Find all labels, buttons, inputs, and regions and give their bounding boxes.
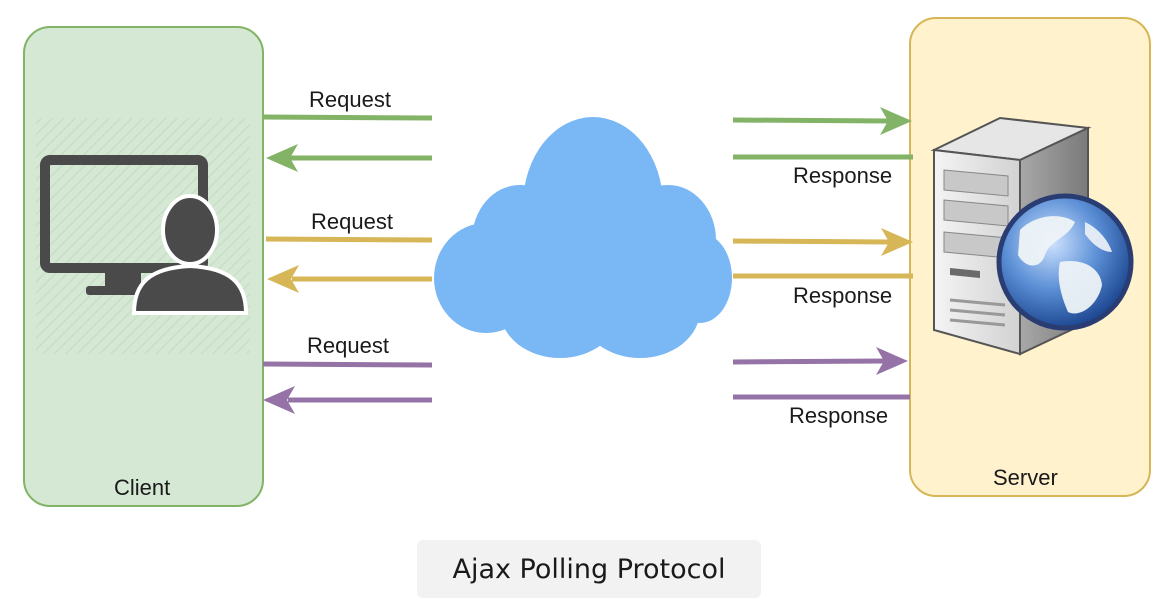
diagram-title: Ajax Polling Protocol: [417, 540, 761, 598]
user-computer-icon: [40, 155, 249, 315]
exchange-1-arrows: [262, 107, 913, 172]
cloud-icon: [434, 117, 732, 358]
response-arrowhead-1: [266, 144, 298, 172]
request-arrowhead-3: [876, 347, 908, 375]
exchange-2-arrows: [265, 228, 913, 293]
exchange-3-arrows: [262, 347, 910, 414]
server-globe-icon: [930, 116, 1134, 356]
response-arrowhead-3: [263, 386, 295, 414]
request-arrowhead-2: [881, 228, 913, 256]
request-arrow-3-server: [732, 358, 887, 365]
response-label-3: Response: [789, 403, 889, 428]
request-arrow-2-server: [732, 238, 891, 245]
request-line-1-client: [262, 114, 433, 121]
request-line-2-client: [265, 236, 433, 243]
request-arrow-1-server: [732, 117, 891, 124]
arrows-layer: [262, 107, 913, 414]
request-arrowhead-1: [880, 107, 912, 135]
client-label: Client: [114, 475, 171, 500]
request-label-2: Request: [311, 209, 393, 234]
request-label-1: Request: [309, 87, 391, 112]
response-arrowhead-2: [267, 265, 299, 293]
response-label-1: Response: [793, 163, 893, 188]
request-line-3-client: [262, 361, 433, 368]
response-label-2: Response: [793, 283, 893, 308]
request-label-3: Request: [307, 333, 389, 358]
server-label: Server: [993, 465, 1058, 490]
